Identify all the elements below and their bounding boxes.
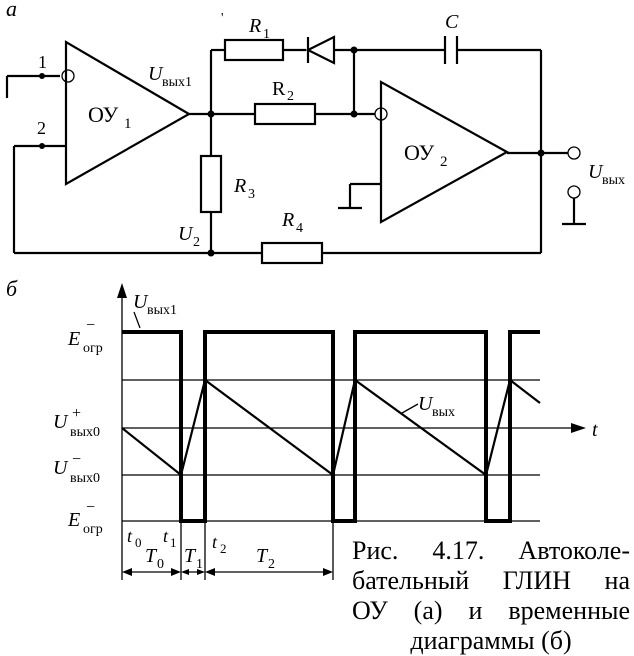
u2-sub: 2 xyxy=(193,235,200,250)
svg-text:вых0: вых0 xyxy=(70,471,100,486)
diode xyxy=(305,35,336,65)
svg-text:t: t xyxy=(163,526,169,546)
opamp1-symbol xyxy=(64,40,192,186)
uvyx-sawtooth xyxy=(121,378,541,477)
svg-text:': ' xyxy=(221,11,224,26)
opamp1-label: ОУ xyxy=(88,102,119,127)
trace-top-label: U xyxy=(133,291,149,313)
cap-label: C xyxy=(445,11,459,33)
r3-sub: 3 xyxy=(248,187,255,202)
capacitor xyxy=(443,36,459,64)
output-ground-terminal xyxy=(567,185,581,199)
uvyx-sub: вых xyxy=(602,173,625,188)
r3-label: R xyxy=(233,175,246,197)
r4-sub: 4 xyxy=(296,221,303,236)
resistor-r2 xyxy=(253,102,317,126)
caption-line-2: бательный ГЛИН на xyxy=(352,566,630,595)
caption-line-1: Рис. 4.17. Автоколе- xyxy=(352,536,630,565)
svg-text:+: + xyxy=(72,405,81,422)
trace-ramp-sub: вых xyxy=(432,405,455,420)
opamp2-symbol xyxy=(379,80,510,224)
svg-text:2: 2 xyxy=(268,557,275,572)
op2-input-node xyxy=(350,110,358,118)
r4-label: R xyxy=(281,209,294,231)
opamp2-label: ОУ xyxy=(404,140,435,165)
svg-text:2: 2 xyxy=(220,541,227,556)
svg-text:1: 1 xyxy=(196,557,203,572)
t1-label: t 1 xyxy=(163,526,177,550)
output-terminal xyxy=(567,146,581,160)
part-a-label: а xyxy=(6,0,17,21)
opamp2-sub: 2 xyxy=(440,154,448,170)
r1-sub: 1 xyxy=(263,27,270,42)
r2-label: R xyxy=(272,78,286,100)
figure-caption: Рис. 4.17. Автоколе- бательный ГЛИН на О… xyxy=(352,536,630,656)
svg-text:T: T xyxy=(184,545,197,567)
y-label-uvyx0-minus: U − вых0 xyxy=(53,451,100,486)
r2-sub: 2 xyxy=(287,89,294,104)
trace-ramp-label: U xyxy=(418,393,434,415)
svg-text:−: − xyxy=(86,317,95,334)
resistor-r4 xyxy=(260,241,324,265)
T2-label: T 2 xyxy=(256,545,275,572)
svg-text:0: 0 xyxy=(135,535,142,550)
op2-ground xyxy=(338,182,381,210)
svg-text:огр: огр xyxy=(83,341,103,356)
pin1-label: 1 xyxy=(38,52,47,72)
svg-text:t: t xyxy=(127,526,133,546)
dimension-arrows xyxy=(122,568,333,576)
op1-inverting-bubble xyxy=(61,69,75,83)
svg-text:огр: огр xyxy=(83,522,103,537)
pin2-label: 2 xyxy=(37,118,46,138)
t-axis-arrow xyxy=(571,423,586,433)
trace-ramp-leader xyxy=(401,403,419,414)
t-axis-label: t xyxy=(592,419,598,441)
input1-ground-stub xyxy=(5,74,60,98)
y-label-eogr-bottom: E − огр xyxy=(67,499,103,537)
caption-line-3: ОУ (а) и временные xyxy=(352,596,630,625)
resistor-r3 xyxy=(199,154,223,214)
svg-text:U: U xyxy=(53,411,69,433)
svg-text:E: E xyxy=(67,509,80,531)
svg-text:E: E xyxy=(67,328,80,350)
r1-label: R xyxy=(248,15,261,37)
svg-text:−: − xyxy=(72,451,81,468)
svg-text:T: T xyxy=(256,545,269,567)
uvyx1-label: U xyxy=(148,63,164,85)
svg-text:U: U xyxy=(53,457,69,479)
t2-label: t 2 xyxy=(212,532,227,556)
svg-text:0: 0 xyxy=(157,557,164,572)
caption-line-4: диаграммы (б) xyxy=(410,626,572,655)
svg-text:T: T xyxy=(145,545,158,567)
svg-text:t: t xyxy=(212,532,218,552)
trace-top-sub: вых1 xyxy=(147,303,177,318)
uvyx-label: U xyxy=(588,161,604,183)
time-marker-lines xyxy=(180,521,334,580)
svg-text:−: − xyxy=(86,499,95,516)
y-axis-arrow xyxy=(117,283,127,298)
t0-label: t 0 xyxy=(127,526,142,550)
y-label-uvyx0-plus: U + вых0 xyxy=(53,405,100,440)
trace-top-leader xyxy=(133,311,141,329)
y-label-eogr-top: E − огр xyxy=(67,317,103,356)
T1-label: T 1 xyxy=(184,545,203,572)
T0-label: T 0 xyxy=(145,545,164,572)
uvyx1-square-wave xyxy=(122,330,540,523)
uvyx1-sub: вых1 xyxy=(162,75,192,90)
pin1-node xyxy=(39,73,45,79)
part-b-label: б xyxy=(6,276,18,301)
svg-text:вых0: вых0 xyxy=(70,425,100,440)
u2-label: U xyxy=(178,223,194,245)
svg-text:1: 1 xyxy=(170,535,177,550)
output-ground xyxy=(562,198,586,226)
opamp1-sub: 1 xyxy=(124,116,132,132)
resistor-r1 xyxy=(223,38,285,62)
